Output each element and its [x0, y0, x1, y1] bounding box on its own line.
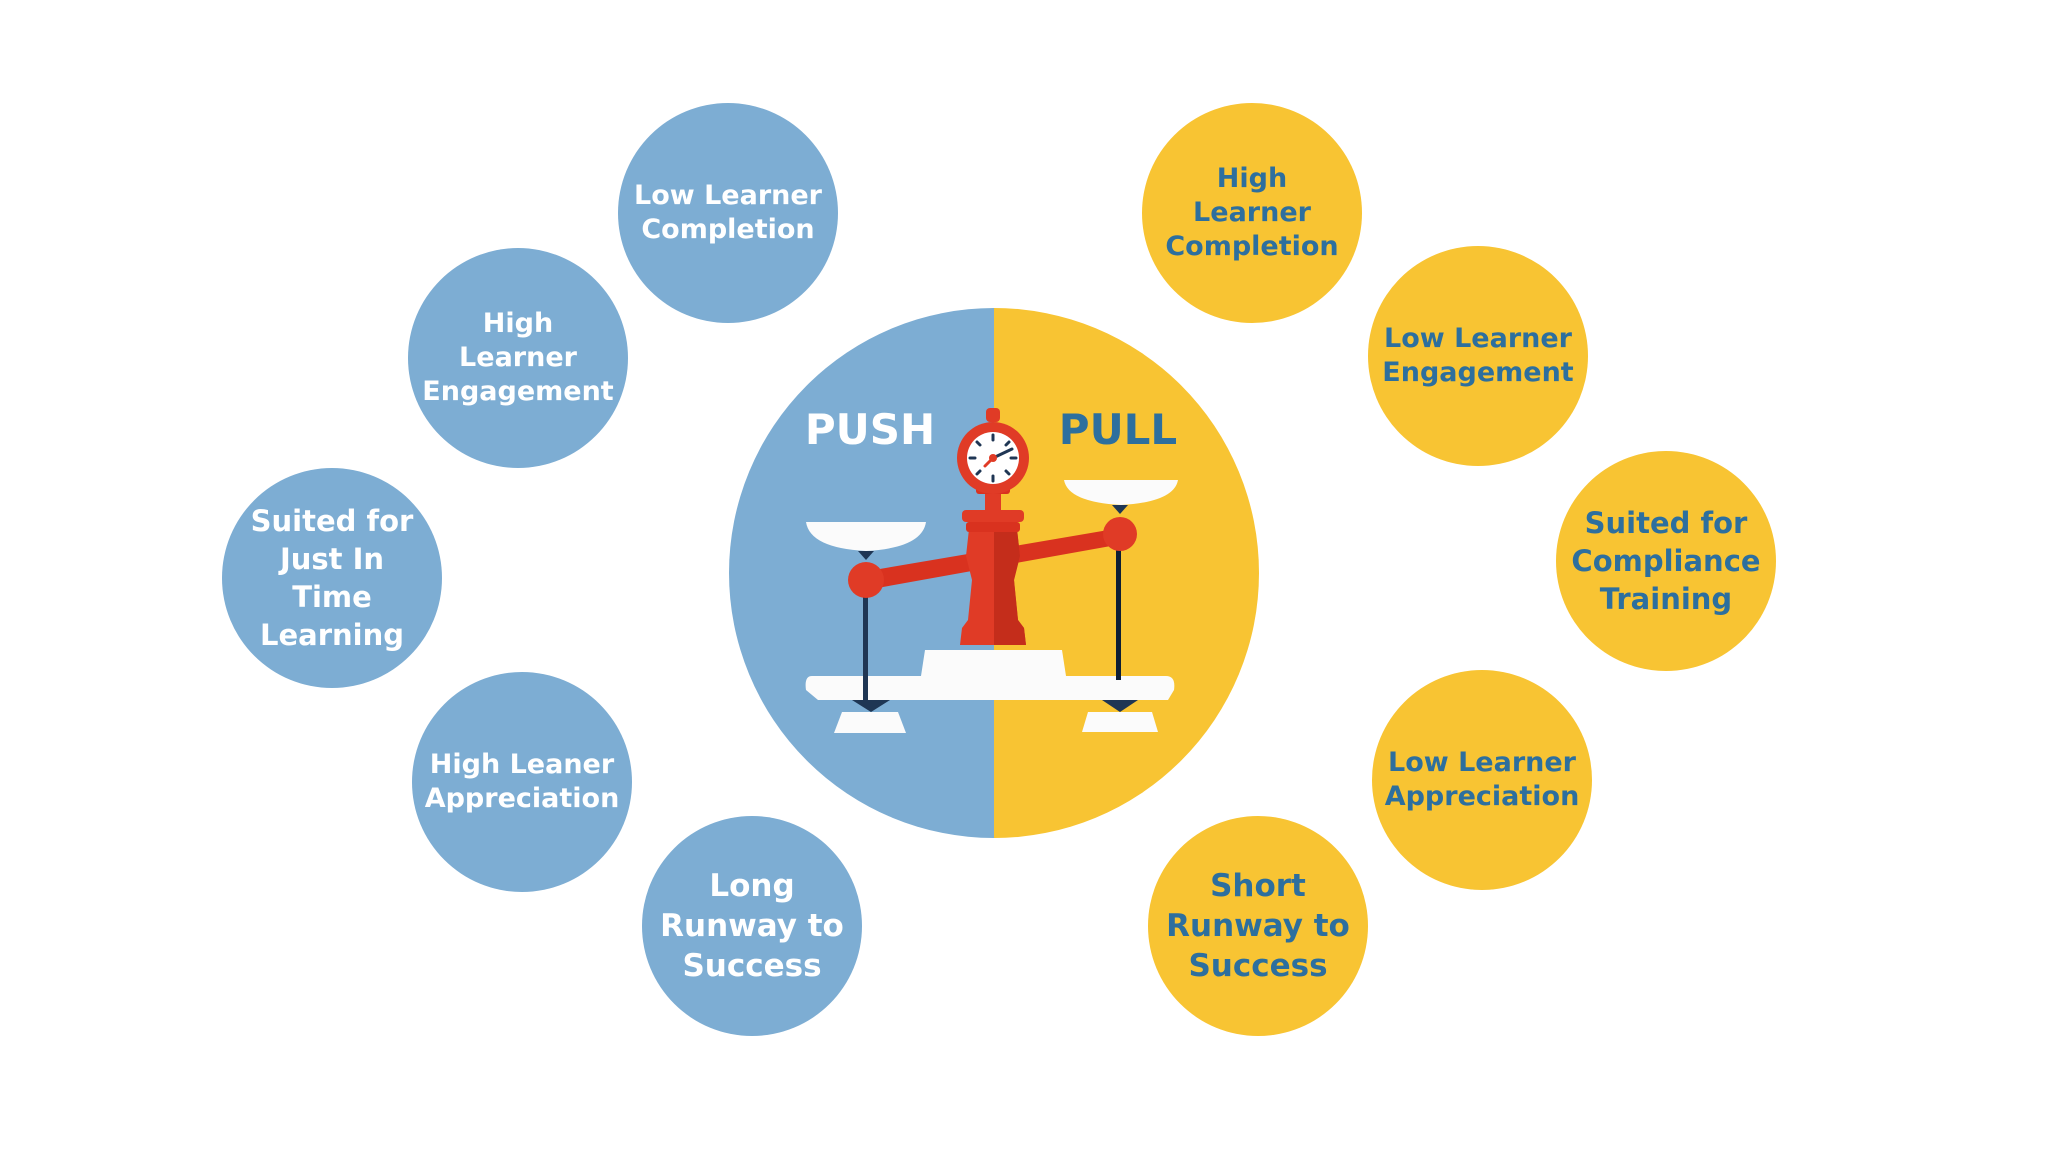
pull-half-circle [994, 308, 1259, 838]
pull-bubble-label: High Learner Completion [1165, 163, 1339, 262]
pull-bubble-low-learner-engagement: Low Learner Engagement [1368, 246, 1588, 466]
push-bubble-label: Low Learner Completion [634, 180, 822, 245]
pull-label: PULL [1059, 405, 1177, 454]
push-bubble-high-learner-engagement: High Learner Engagement [408, 248, 628, 468]
pull-bubble-label: Suited for Compliance Training [1571, 506, 1761, 616]
push-bubble-just-in-time-learning: Suited for Just In Time Learning [222, 468, 442, 688]
push-bubble-low-learner-completion: Low Learner Completion [618, 103, 838, 323]
pull-bubble-label: Short Runway to Success [1166, 868, 1350, 984]
pull-bubble-label: Low Learner Engagement [1382, 323, 1574, 388]
pull-bubble-high-learner-completion: High Learner Completion [1142, 103, 1362, 323]
pull-bubble-low-learner-appreciation: Low Learner Appreciation [1372, 670, 1592, 890]
push-bubble-label: High Learner Engagement [422, 308, 614, 407]
push-bubble-long-runway: Long Runway to Success [642, 816, 862, 1036]
push-bubble-high-leaner-appreciation: High Leaner Appreciation [412, 672, 632, 892]
pull-bubble-short-runway: Short Runway to Success [1148, 816, 1368, 1036]
gauge-dial-icon [957, 408, 1029, 494]
pull-bubble-label: Low Learner Appreciation [1384, 747, 1580, 812]
balance-scale-icon [805, 408, 1178, 733]
pull-bubble-compliance-training: Suited for Compliance Training [1556, 451, 1776, 671]
push-bubble-label: Long Runway to Success [660, 868, 844, 984]
push-bubble-label: High Leaner Appreciation [424, 749, 620, 814]
push-bubble-label: Suited for Just In Time Learning [250, 504, 414, 652]
push-label: PUSH [805, 405, 935, 454]
